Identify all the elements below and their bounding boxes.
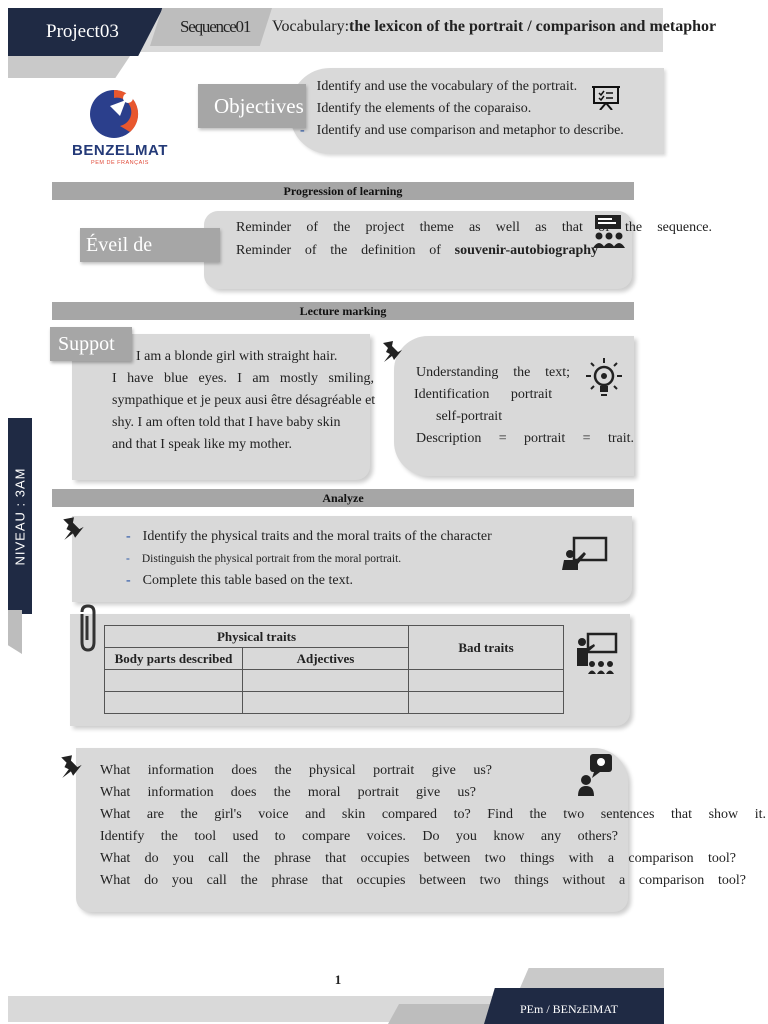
vocabulary-prefix: Vocabulary: [272,18,350,35]
support-text: I am a blonde girl with straight hair. I… [112,346,416,456]
understanding-text: Understanding the text; Identification p… [414,362,634,450]
question-item: What do you call the phrase that occupie… [100,851,736,866]
page-number: 1 [334,972,342,987]
question-item: What do you call the phrase that occupie… [100,873,746,888]
question-item: What information does the moral portrait… [100,785,476,800]
analyze-list: Identify the physical traits and the mor… [126,526,566,592]
table-header-physical: Physical traits [104,625,409,648]
paperclip-icon [80,604,96,652]
understanding-line: self-portrait [436,409,503,424]
understanding-box [394,336,634,476]
benzelmat-logo-icon [90,89,139,138]
eveil-line-1: Reminder of the project theme as well as… [236,220,713,235]
pushpin-icon [61,755,82,778]
support-line: sympathique et je peux ausi être désagré… [112,393,376,408]
analyze-heading: Analyze [52,489,634,507]
table-header-adjectives: Adjectives [242,647,409,670]
lecture-heading: Lecture marking [52,302,634,320]
objectives-list: Identify and use the vocabulary of the p… [300,76,680,142]
eveil-box [204,211,632,289]
vocabulary-topic: the lexicon of the portrait / comparison… [349,18,717,35]
support-line: and that I speak like my mother. [112,437,293,452]
table-header-bad: Bad traits [408,625,564,670]
table-row [104,691,564,714]
support-line: I have blue eyes. I am mostly smiling, [112,371,374,386]
pushpin-icon [63,517,84,540]
analyze-item: Complete this table based on the text. [126,570,566,592]
footer-accent [388,1004,498,1024]
objective-item: Identify and use the vocabulary of the p… [300,76,680,98]
understanding-line: Identification portrait [414,387,553,402]
footer-top-accent [520,968,664,988]
logo-name: BENZELMAT [72,142,168,159]
question-item: What are the girl's voice and skin compa… [100,807,766,822]
questions-box [76,748,628,912]
objectives-tag: Objectives [198,84,306,128]
question-item: Identify the tool used to compare voices… [100,829,618,844]
pushpin-icon [383,341,402,362]
progression-heading: Progression of learning [52,182,634,200]
teacher-board-icon [562,536,608,570]
objective-item: Identify the elements of the coparaiso. [300,98,680,120]
table-header-body: Body parts described [104,647,243,670]
support-line: shy. I am often told that I have baby sk… [112,415,341,430]
eveil-line-2: Reminder of the definition of souvenir-a… [236,243,599,258]
objective-item: Identify and use comparison and metaphor… [300,120,680,142]
idea-speaker-icon [578,754,612,796]
traits-table: Physical traits Bad traits Body parts de… [104,625,564,714]
question-item: What information does the physical portr… [100,763,492,778]
vocabulary-title: Vocabulary:the lexicon of the portrait /… [272,8,732,46]
support-tag: Suppot [50,327,132,361]
presentation-board-icon [592,86,620,110]
lightbulb-icon [586,358,622,396]
audience-presentation-icon [593,215,625,248]
table-row [104,669,564,692]
analyze-item: Distinguish the physical portrait from t… [126,548,566,570]
questions-list: What information does the physical portr… [100,760,766,892]
logo-subtitle: PEM DE FRANÇAIS [91,160,149,166]
support-line: I am a blonde girl with straight hair. [136,349,338,364]
level-label: NIVEAU : 3AM [12,467,28,565]
analyze-item: Identify the physical traits and the mor… [126,526,566,548]
level-sidebar-shadow [8,610,22,654]
classroom-teacher-icon [577,632,618,674]
sequence-label: Sequence01 [150,8,272,46]
footer-author: PEm / BENzElMAT [484,988,664,1024]
understanding-line: Understanding the text; [416,365,570,380]
header-underlay [8,56,130,78]
level-sidebar [8,418,32,614]
eveil-keyword: souvenir-autobiography [454,243,599,258]
eveil-tag: Éveil de l’intérêt [80,228,220,290]
project-label: Project03 [8,8,163,56]
understanding-line: Description = portrait = trait. [416,431,634,446]
